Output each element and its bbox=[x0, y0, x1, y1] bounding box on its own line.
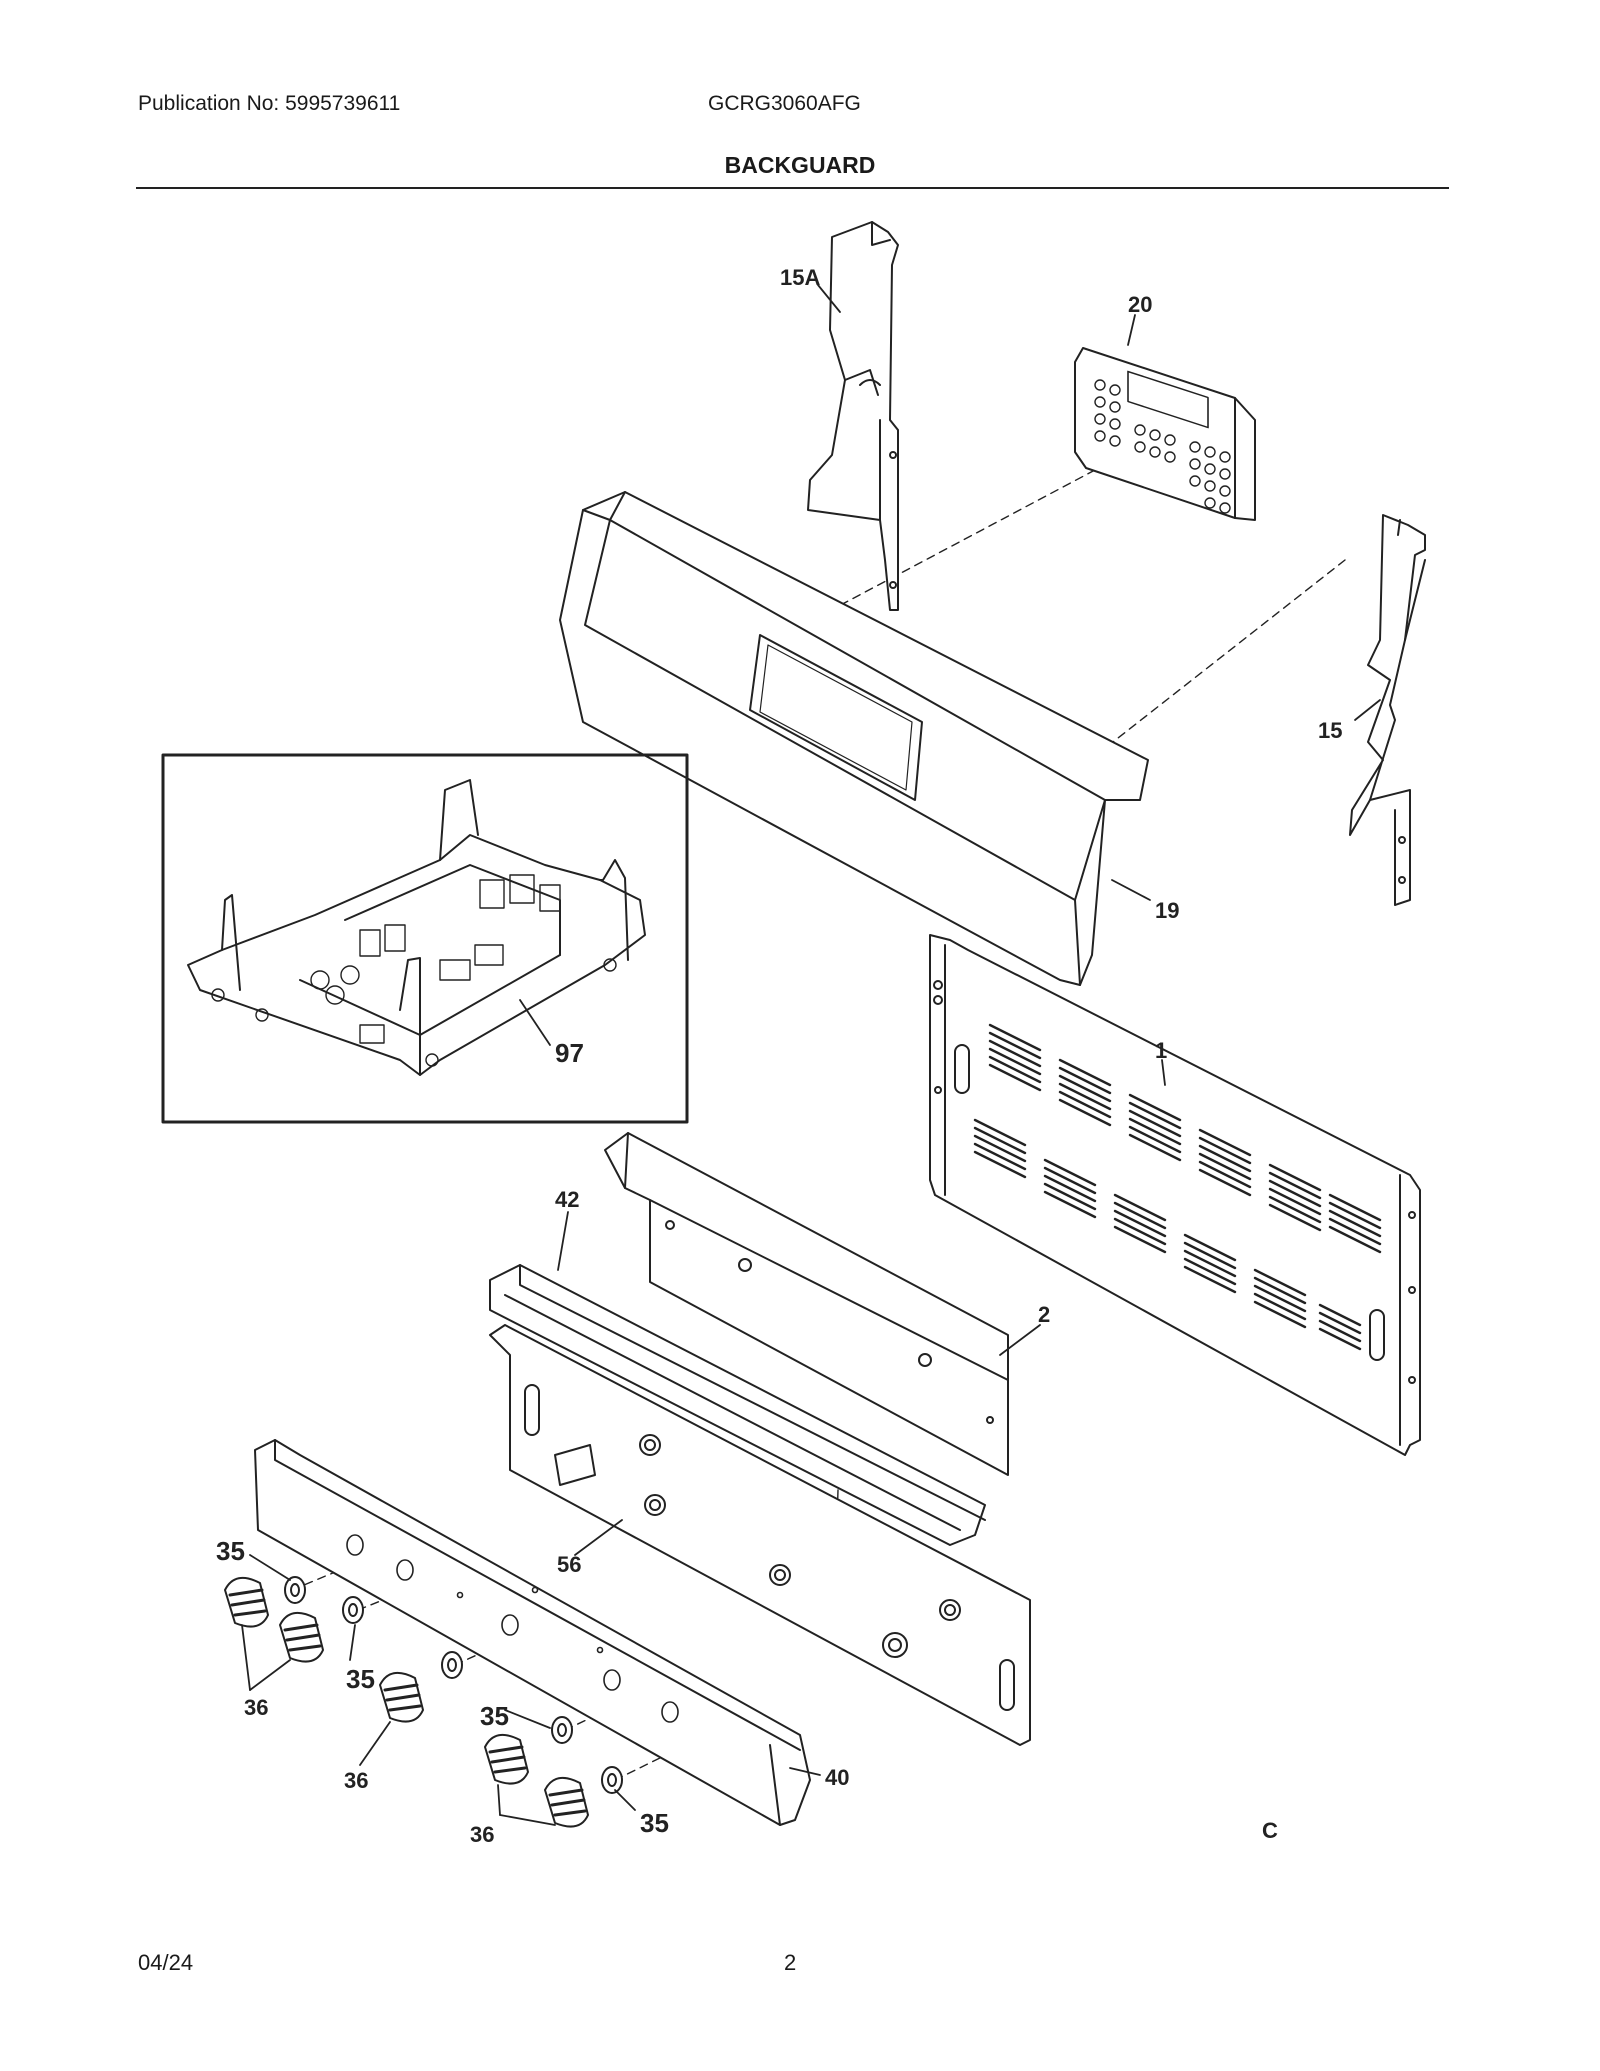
callout-36-b: 36 bbox=[344, 1768, 368, 1793]
callout-leader-lines bbox=[241, 284, 1381, 1826]
callout-36-c: 36 bbox=[470, 1822, 494, 1847]
callout-35-c: 35 bbox=[480, 1701, 509, 1731]
mounting-plate bbox=[489, 1324, 1031, 1746]
back-panel-louvered bbox=[929, 934, 1421, 1456]
callout-15a: 15A bbox=[780, 265, 820, 290]
electronic-control-board bbox=[1074, 347, 1256, 521]
trim-channel-strip bbox=[489, 1264, 986, 1546]
callout-35-b: 35 bbox=[346, 1664, 375, 1694]
callout-labels: 15A 20 15 19 1 97 42 2 56 40 35 35 35 35… bbox=[216, 265, 1342, 1847]
footer-date: 04/24 bbox=[138, 1950, 194, 1975]
callout-56: 56 bbox=[557, 1552, 581, 1577]
page-number: 2 bbox=[784, 1950, 797, 1975]
callout-19: 19 bbox=[1155, 898, 1179, 923]
callout-40: 40 bbox=[825, 1765, 849, 1790]
callout-97: 97 bbox=[555, 1038, 584, 1068]
end-cap-bracket-right bbox=[1349, 514, 1426, 906]
control-knobs bbox=[224, 1576, 589, 1828]
callout-35-d: 35 bbox=[640, 1808, 669, 1838]
diagram-title: BACKGUARD bbox=[724, 152, 876, 178]
callout-2: 2 bbox=[1038, 1302, 1050, 1327]
callout-1: 1 bbox=[1155, 1038, 1167, 1063]
callout-42: 42 bbox=[555, 1187, 579, 1212]
heat-shield-panel bbox=[604, 1132, 1009, 1476]
callout-36-a: 36 bbox=[244, 1695, 268, 1720]
header-rule bbox=[136, 187, 1449, 189]
callout-35-a: 35 bbox=[216, 1536, 245, 1566]
callout-15: 15 bbox=[1318, 718, 1342, 743]
end-cap-bracket-left bbox=[807, 221, 899, 611]
backguard-panel bbox=[559, 491, 1149, 986]
corner-mark: C bbox=[1262, 1818, 1278, 1843]
publication-number: Publication No: 5995739611 bbox=[138, 92, 401, 115]
callout-20: 20 bbox=[1128, 292, 1152, 317]
relay-board-housing bbox=[187, 779, 646, 1076]
knob-bezels bbox=[284, 1576, 623, 1794]
manifold-control-panel bbox=[254, 1439, 811, 1826]
model-number: GCRG3060AFG bbox=[708, 92, 861, 115]
inset-detail-box bbox=[161, 753, 689, 1124]
